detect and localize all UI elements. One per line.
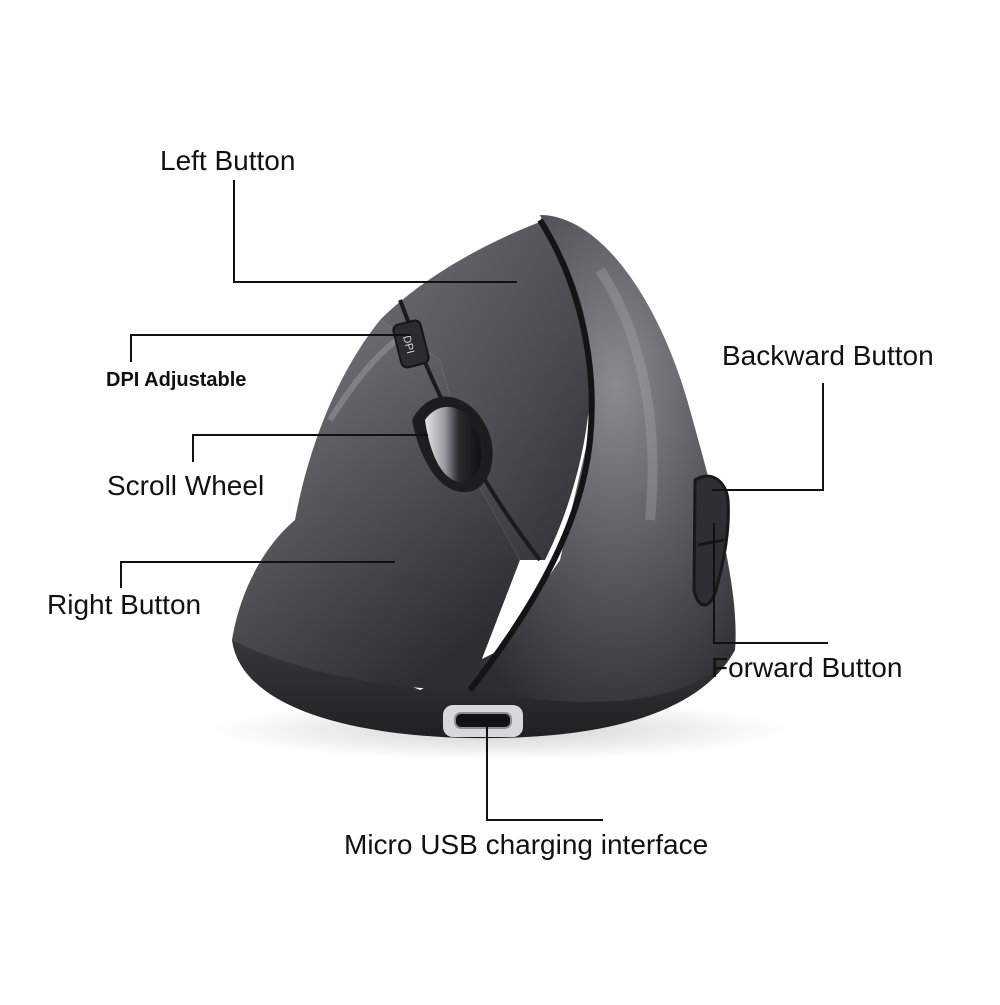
label-scroll-wheel: Scroll Wheel bbox=[107, 470, 265, 501]
leader-right-button bbox=[120, 561, 395, 588]
label-left-button: Left Button bbox=[160, 145, 296, 176]
shell-highlight bbox=[595, 267, 658, 521]
leader-backward-button bbox=[712, 383, 824, 491]
dpi-marking: DPI bbox=[400, 334, 416, 355]
label-right-button: Right Button bbox=[47, 589, 202, 620]
mouse-body-shell bbox=[470, 215, 736, 702]
button-split-line bbox=[467, 218, 595, 692]
side-button-divider bbox=[697, 538, 725, 547]
left-button-panel bbox=[380, 222, 591, 560]
label-forward-button: Forward Button bbox=[711, 652, 903, 683]
label-micro-usb: Micro USB charging interface bbox=[344, 829, 709, 860]
dpi-button bbox=[392, 319, 430, 369]
leader-forward-button bbox=[713, 523, 828, 644]
scroll-wheel bbox=[425, 406, 482, 483]
side-buttons bbox=[692, 474, 730, 607]
leader-lines bbox=[120, 180, 828, 821]
label-dpi-adjustable: DPI Adjustable bbox=[106, 369, 247, 391]
label-backward-button: Backward Button bbox=[722, 340, 934, 371]
leader-left-button bbox=[233, 180, 517, 283]
leader-micro-usb bbox=[486, 720, 603, 821]
leader-scroll-wheel bbox=[192, 434, 428, 462]
leader-dpi bbox=[130, 334, 411, 362]
micro-usb-port bbox=[454, 712, 512, 729]
